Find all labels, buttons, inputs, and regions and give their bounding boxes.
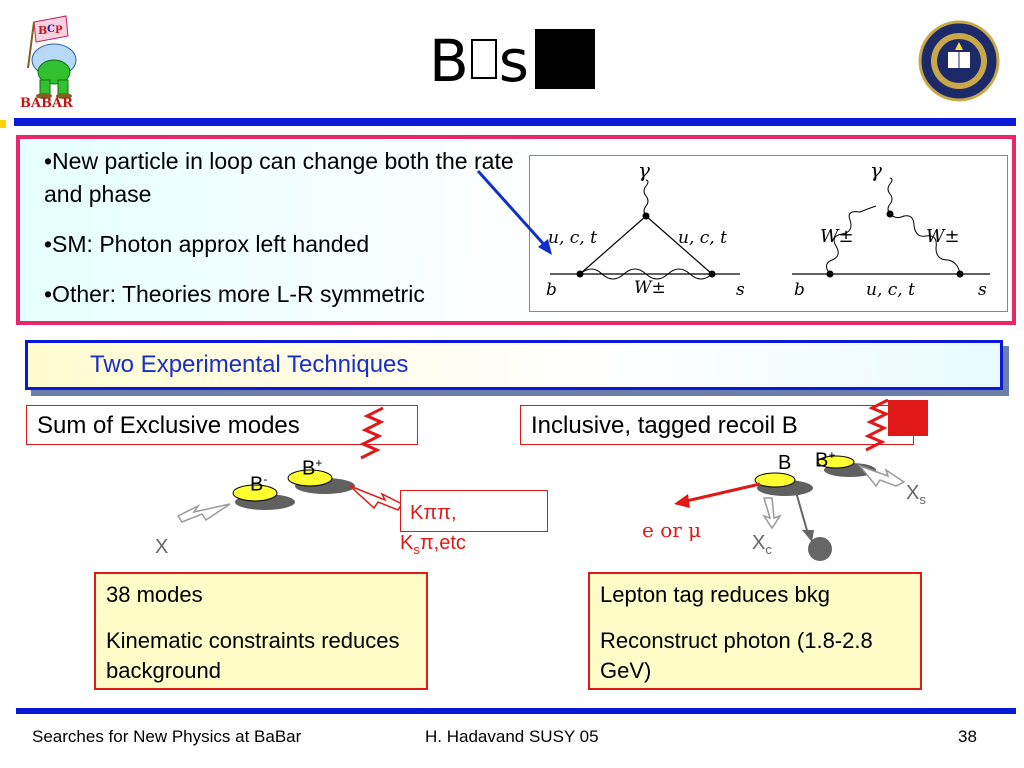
kaon-line2: Ksπ,etc [400, 532, 466, 557]
bullet-item: •SM: Photon approx left handed [44, 231, 370, 257]
b-quark-label: b [546, 280, 557, 300]
svg-text:B: B [38, 24, 47, 37]
lepton-label: e or μ [642, 518, 702, 542]
b-tag-label: B [778, 452, 792, 474]
bullet-item: •New particle in loop can change both th… [44, 148, 514, 207]
page-number: 38 [958, 727, 977, 746]
b-plus-label: B+ [815, 448, 836, 472]
photon-squiggle-icon [864, 398, 890, 452]
s-quark-label: s [736, 280, 745, 300]
bullet-list: •New particle in loop can change both th… [44, 145, 524, 328]
x-label: X [155, 536, 169, 558]
photon-label: γ [870, 158, 882, 182]
header-divider [14, 118, 1016, 126]
exclusive-mode-box: Sum of Exclusive modes [26, 405, 418, 445]
xc-label: Xc [752, 532, 772, 557]
logo-text: BABAR [20, 96, 73, 111]
note-line: Reconstruct photon (1.8-2.8 GeV) [600, 628, 873, 683]
bullet-item: •Other: Theories more L-R symmetric [44, 281, 425, 307]
exclusive-note: 38 modes Kinematic constraints reduces b… [94, 572, 428, 690]
note-line: Kinematic constraints reduces background [106, 628, 400, 683]
b-minus-label: B- [250, 472, 268, 496]
kaon-line1: Kππ, [410, 502, 457, 524]
note-line: 38 modes [106, 582, 203, 607]
quark-label: u, c, t [678, 228, 727, 248]
photon-squiggle-icon [359, 406, 385, 460]
b-plus-label: B+ [302, 456, 323, 480]
w-boson-label: W± [926, 226, 960, 247]
exclusive-mode-label: Sum of Exclusive modes [37, 412, 300, 439]
xs-label: Xs [906, 482, 926, 507]
corner-marker [0, 120, 6, 128]
section-banner: Two Experimental Techniques [25, 340, 1003, 390]
svg-text:C: C [47, 24, 55, 35]
university-seal [918, 20, 1000, 102]
svg-text:P: P [55, 25, 63, 36]
inclusive-mode-label: Inclusive, tagged recoil B [531, 412, 798, 439]
red-block [888, 400, 928, 436]
w-boson-label: W± [634, 278, 666, 298]
inclusive-mode-box: Inclusive, tagged recoil B [520, 405, 914, 445]
note-line: Lepton tag reduces bkg [600, 582, 830, 607]
quark-label: u, c, t [548, 228, 597, 248]
footer-author: H. Hadavand SUSY 05 [425, 727, 599, 746]
exclusive-diagram [176, 469, 404, 523]
inclusive-diagram [674, 455, 906, 561]
quark-label: u, c, t [866, 280, 915, 300]
feynman-diagrams: γ u, c, t u, c, t b W± s γ W± W± b u, c,… [529, 155, 1008, 312]
kaon-box [400, 490, 548, 532]
w-boson-label: W± [820, 226, 854, 247]
babar-logo: B C P BABAR [14, 8, 86, 112]
photon-label: γ [638, 158, 650, 182]
footer-divider [16, 708, 1016, 714]
s-quark-label: s [978, 280, 987, 300]
pointer-arrow [476, 169, 552, 255]
inclusive-note: Lepton tag reduces bkg Reconstruct photo… [588, 572, 922, 690]
banner-text: Two Experimental Techniques [90, 351, 409, 378]
footer-title: Searches for New Physics at BaBar [32, 727, 302, 746]
b-quark-label: b [794, 280, 805, 300]
